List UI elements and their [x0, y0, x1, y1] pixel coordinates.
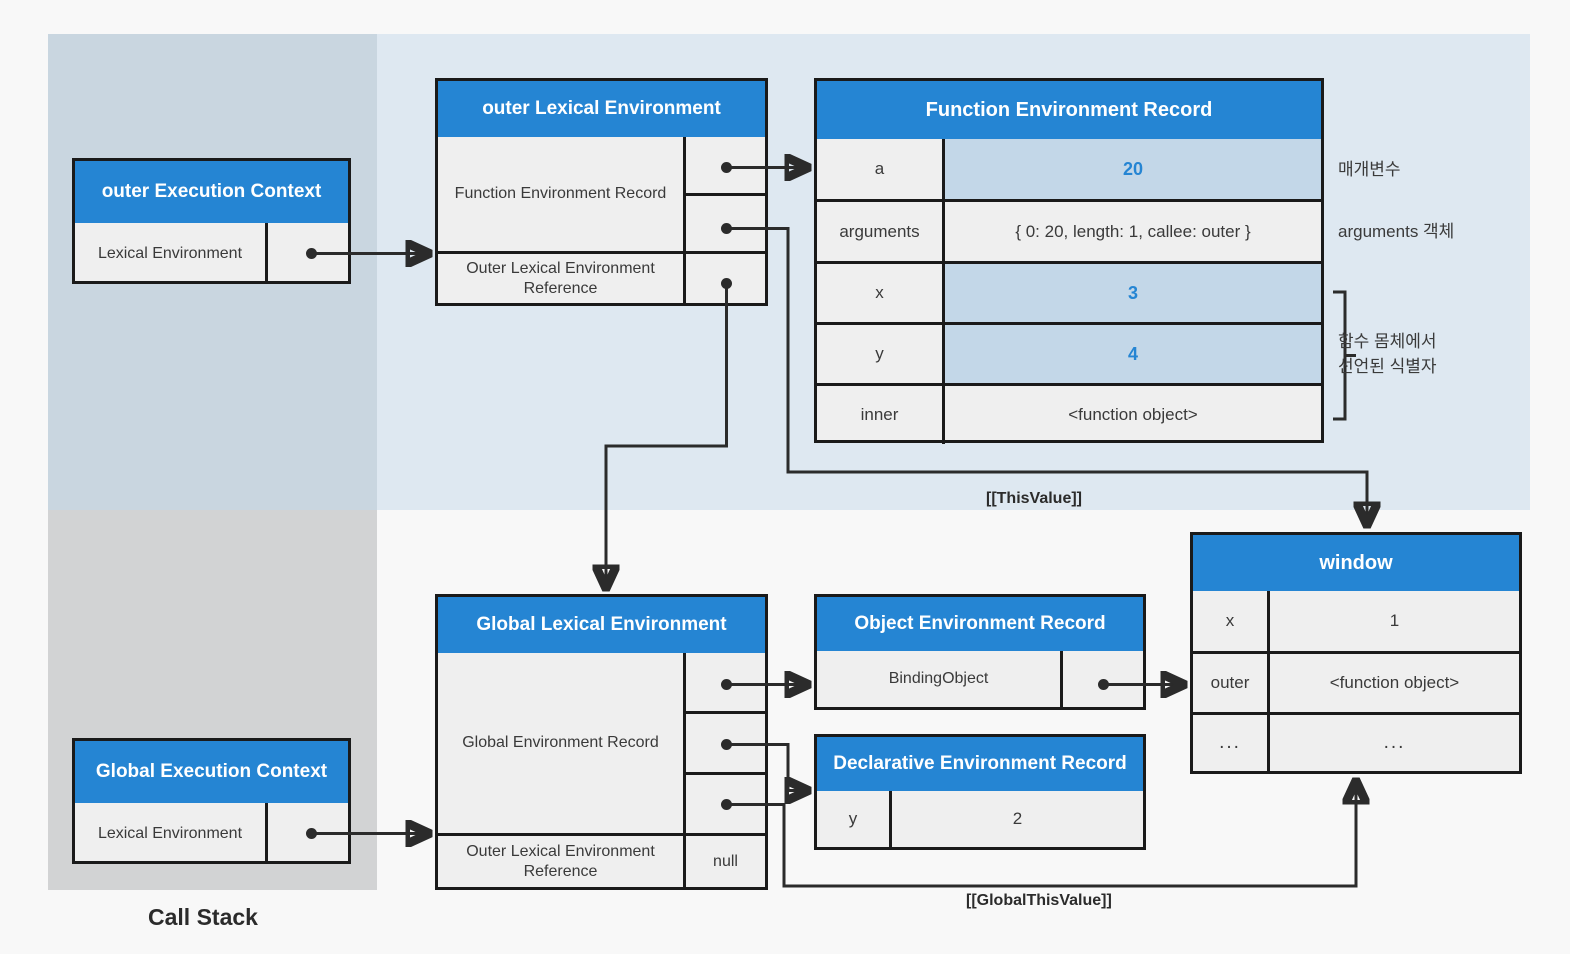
- global-le-pointer-dot-1: [721, 679, 732, 690]
- global-this-value-label: [[GlobalThisValue]]: [966, 892, 1112, 909]
- function-environment-record-title: Function Environment Record: [817, 81, 1321, 139]
- global-le-pointer-dot-3: [721, 799, 732, 810]
- annotation-declared-identifiers: 함수 몸체에서 선언된 식별자: [1338, 332, 1437, 376]
- declarative-environment-record-box: Declarative Environment Record y 2: [814, 734, 1146, 850]
- window-row-value: ...: [1267, 715, 1519, 771]
- outer-execution-context-box: outer Execution Context Lexical Environm…: [72, 158, 351, 284]
- outer-le-fer-pointer-dot-2: [721, 223, 732, 234]
- outer-le-outer-reference-value: [683, 254, 765, 303]
- function-environment-record-box: Function Environment Record a 20 argumen…: [814, 78, 1324, 444]
- outer-le-outer-reference-label: Outer Lexical Environment Reference: [466, 259, 655, 297]
- fer-row-key: inner: [860, 405, 899, 425]
- global-le-record-pointer-cells: [683, 653, 765, 833]
- oer-binding-object-pointer-cell: [1060, 651, 1143, 707]
- window-row-value: 1: [1267, 591, 1519, 651]
- outer-le-record-pointer-cells: [683, 137, 765, 251]
- global-le-pointer-dot-2: [721, 739, 732, 750]
- global-le-pointer-cell-2: [686, 711, 765, 772]
- fer-row-value: <function object>: [942, 386, 1321, 444]
- global-le-outer-reference-value: null: [683, 836, 765, 887]
- global-le-outer-reference-label: Outer Lexical Environment Reference: [466, 842, 655, 880]
- declarative-environment-record-title: Declarative Environment Record: [817, 737, 1143, 791]
- global-execution-context-title: Global Execution Context: [75, 741, 348, 803]
- window-row-key: x: [1225, 611, 1235, 631]
- outer-ec-pointer-dot: [306, 248, 317, 259]
- der-row-value: 2: [889, 791, 1143, 847]
- window-row-value: <function object>: [1267, 654, 1519, 712]
- oer-binding-object-label: BindingObject: [888, 670, 989, 687]
- window-row-key: ...: [1219, 732, 1241, 754]
- global-ec-lexical-environment-pointer-cell: [265, 803, 348, 864]
- outer-le-function-environment-record-label: Function Environment Record: [454, 185, 667, 202]
- global-lexical-environment-box: Global Lexical Environment Global Enviro…: [435, 594, 768, 890]
- global-ec-lexical-environment-label: Lexical Environment: [97, 824, 243, 842]
- der-row-key: y: [848, 809, 858, 829]
- window-row-key: outer: [1210, 673, 1250, 693]
- outer-execution-context-title: outer Execution Context: [75, 161, 348, 223]
- fer-row-key: arguments: [839, 221, 920, 241]
- fer-row-key: a: [874, 159, 885, 179]
- global-le-pointer-cell-3: [686, 772, 765, 833]
- global-le-global-environment-record-label: Global Environment Record: [462, 734, 659, 751]
- object-environment-record-title: Object Environment Record: [817, 597, 1143, 651]
- fer-row-key: y: [875, 344, 884, 364]
- fer-row-value: 20: [942, 139, 1321, 199]
- this-value-label: [[ThisValue]]: [986, 490, 1083, 507]
- fer-row-key: x: [875, 283, 884, 303]
- outer-le-pointer-cell-2: [686, 192, 765, 252]
- annotation-arguments-object: arguments 객체: [1338, 222, 1455, 241]
- outer-lexical-environment-title: outer Lexical Environment: [438, 81, 765, 137]
- oer-binding-object-pointer-dot: [1098, 679, 1109, 690]
- fer-row-value: 4: [942, 325, 1321, 383]
- call-stack-label: Call Stack: [148, 904, 258, 930]
- outer-ec-lexical-environment-label: Lexical Environment: [97, 244, 243, 262]
- fer-row-value: 3: [942, 264, 1321, 322]
- outer-le-fer-pointer-dot-1: [721, 162, 732, 173]
- outer-ec-lexical-environment-pointer-cell: [265, 223, 348, 284]
- object-environment-record-box: Object Environment Record BindingObject: [814, 594, 1146, 710]
- window-object-box: window x 1 outer <function object> ... .…: [1190, 532, 1522, 774]
- annotation-parameter: 매개변수: [1338, 160, 1401, 179]
- global-execution-context-box: Global Execution Context Lexical Environ…: [72, 738, 351, 864]
- window-object-title: window: [1193, 535, 1519, 591]
- global-ec-pointer-dot: [306, 828, 317, 839]
- outer-le-outer-ref-pointer-dot: [721, 278, 732, 289]
- outer-lexical-environment-box: outer Lexical Environment Function Envir…: [435, 78, 768, 306]
- fer-row-value: { 0: 20, length: 1, callee: outer }: [942, 202, 1321, 261]
- global-lexical-environment-title: Global Lexical Environment: [438, 597, 765, 653]
